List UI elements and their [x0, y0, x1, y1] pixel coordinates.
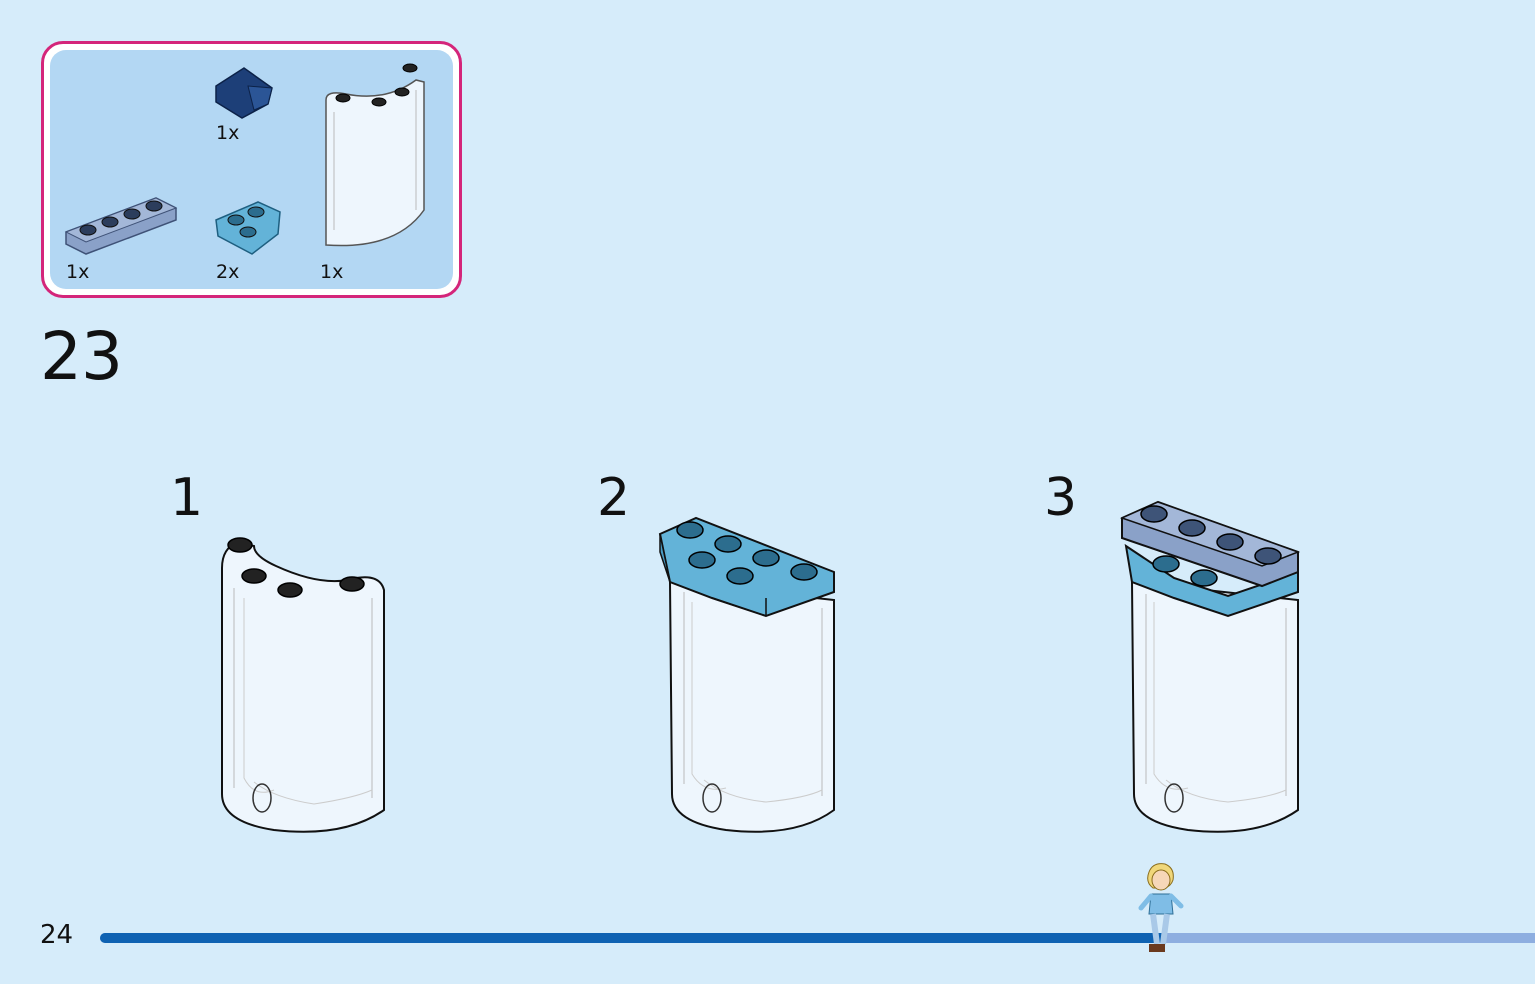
parts-list-panel: 1x 1x 2x — [50, 50, 453, 289]
sand-blue-plate-icon — [64, 197, 178, 255]
substep-2-model-illustration — [658, 516, 835, 833]
azure-wedge-plate-icon — [215, 201, 281, 255]
part-qty: 1x — [320, 261, 344, 283]
part-qty: 1x — [66, 261, 90, 283]
page-number: 24 — [40, 920, 74, 950]
substep-1-model-illustration — [221, 537, 385, 833]
step-number: 23 — [40, 318, 123, 395]
part-qty: 2x — [216, 261, 240, 283]
progress-bar — [100, 933, 1535, 943]
substep-label: 3 — [1044, 468, 1078, 528]
minifigure-progress-marker-icon — [1138, 863, 1184, 952]
parts-list-callout: 1x 1x 2x — [41, 41, 462, 298]
substep-label: 1 — [170, 468, 204, 528]
part-qty: 1x — [216, 122, 240, 144]
progress-bar-fill — [100, 933, 1162, 943]
transparent-panel-icon — [325, 63, 425, 247]
dark-blue-slope-icon — [215, 67, 273, 119]
substep-label: 2 — [597, 468, 631, 528]
substep-3-model-illustration — [1119, 500, 1301, 833]
